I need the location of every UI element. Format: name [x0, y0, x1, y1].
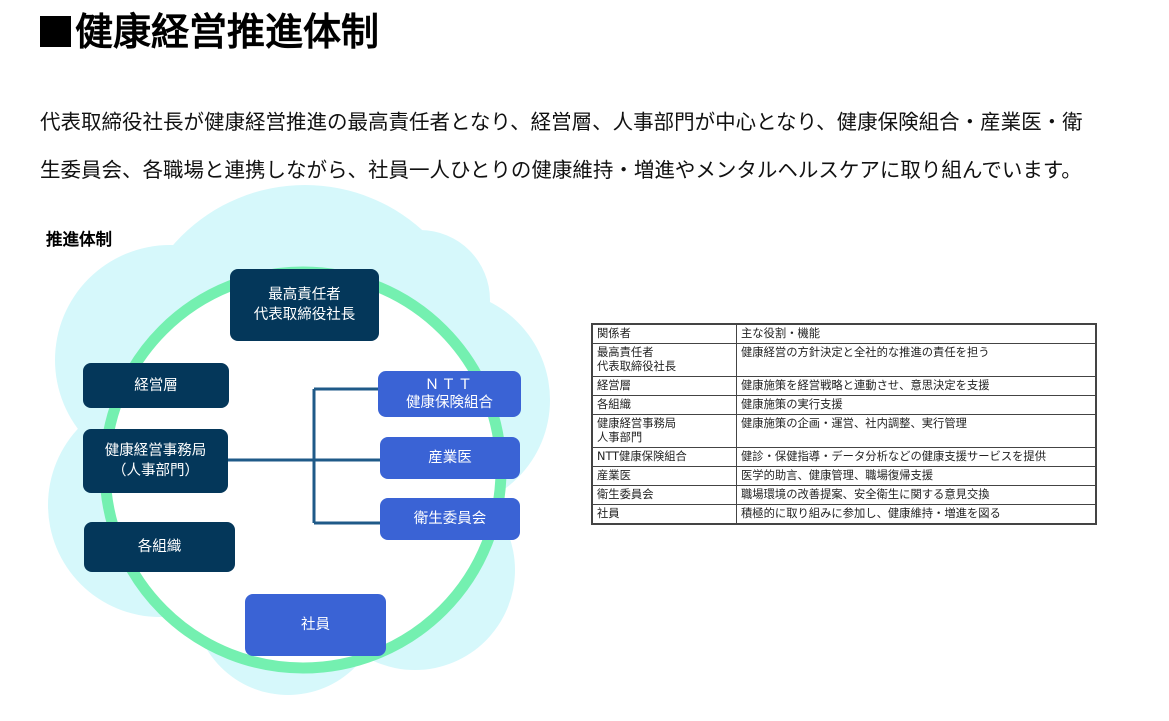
node-health-office: 健康経営事務局 （人事部門）	[83, 429, 228, 493]
cell-party: 健康経営事務局人事部門	[591, 414, 737, 448]
node-committee-label: 衛生委員会	[413, 511, 487, 527]
cell-role: 健診・保健指導・データ分析などの健康支援サービスを提供	[736, 447, 1097, 467]
section-heading: 推進体制	[46, 230, 112, 249]
node-management: 経営層	[83, 363, 229, 408]
node-office-line1: 健康経営事務局	[104, 443, 207, 459]
promotion-structure-diagram: 最高責任者代表取締役社長 経営層 健康経営事務局 （人事部門） 各組織 ＮＴＴ 健康…	[48, 185, 550, 695]
cell-party: 産業医	[591, 466, 737, 486]
cell-role: 健康施策の実行支援	[736, 395, 1097, 415]
cell-party: 社員	[591, 504, 737, 525]
node-doctor-label: 産業医	[428, 450, 472, 466]
party-line: 健康経営事務局	[597, 417, 677, 430]
table-row: 各組織 健康施策の実行支援	[591, 395, 1097, 415]
party-line: 人事部門	[597, 431, 643, 444]
lead-paragraph: 代表取締役社長が健康経営推進の最高責任者となり、経営層、人事部門が中心となり、健…	[40, 98, 1083, 194]
node-top-executive: 最高責任者代表取締役社長	[230, 269, 379, 341]
cell-party: 衛生委員会	[591, 485, 737, 505]
cell-role: 医学的助言、健康管理、職場復帰支援	[736, 466, 1097, 486]
node-top-line2: 代表取締役社長	[253, 307, 356, 323]
party-line: 社員	[597, 507, 620, 520]
table-row: 最高責任者代表取締役社長健康経営の方針決定と全社的な推進の責任を担う	[591, 343, 1097, 377]
connector-lines	[226, 387, 383, 525]
node-industrial-physician: 産業医	[380, 437, 520, 479]
cell-party: 経営層	[591, 376, 737, 396]
node-employees-label: 社員	[301, 617, 330, 633]
party-line: 産業医	[597, 469, 631, 482]
table-row: 社員 積極的に取り組みに参加し、健康維持・増進を図る	[591, 504, 1097, 525]
page-title-text: 健康経営推進体制	[75, 10, 380, 54]
roles-table: 関係者 主な役割・機能 最高責任者代表取締役社長健康経営の方針決定と全社的な推進…	[591, 323, 1097, 525]
cell-party: NTT健康保険組合	[591, 447, 737, 467]
cell-role: 健康経営の方針決定と全社的な推進の責任を担う	[736, 343, 1097, 377]
node-top-line1: 最高責任者	[268, 287, 341, 303]
cell-party: 各組織	[591, 395, 737, 415]
lead-line-1: 代表取締役社長が健康経営推進の最高責任者となり、経営層、人事部門が中心となり、健…	[40, 110, 1083, 134]
table-row: 衛生委員会 職場環境の改善提案、安全衛生に関する意見交換	[591, 485, 1097, 505]
party-line: 最高責任者	[597, 346, 654, 359]
party-line: 経営層	[597, 379, 631, 392]
node-organizations: 各組織	[84, 522, 235, 572]
lead-line-2: 生委員会、各職場と連携しながら、社員一人ひとりの健康維持・増進やメンタルヘルスケ…	[40, 158, 1082, 182]
party-line: 代表取締役社長	[597, 360, 677, 373]
cell-role: 健康施策を経営戦略と連動させ、意思決定を支援	[736, 376, 1097, 396]
node-union-line1: ＮＴＴ	[424, 377, 475, 393]
table-row: 健康経営事務局人事部門健康施策の企画・運営、社内調整、実行管理	[591, 414, 1097, 448]
node-union-line2: 健康保険組合	[406, 395, 493, 411]
node-employees: 社員	[245, 594, 386, 656]
cell-role: 職場環境の改善提案、安全衛生に関する意見交換	[736, 485, 1097, 505]
node-management-label: 経営層	[134, 377, 178, 394]
node-office-line2: （人事部門）	[112, 463, 199, 479]
square-bullet-icon	[40, 16, 71, 47]
node-health-insurance-union: ＮＴＴ 健康保険組合	[378, 371, 521, 417]
page-title: 健康経営推進体制	[40, 6, 379, 58]
party-line: NTT健康保険組合	[597, 450, 687, 463]
node-health-committee: 衛生委員会	[380, 498, 520, 540]
header-role: 主な役割・機能	[736, 323, 1097, 344]
table-row: 経営層 健康施策を経営戦略と連動させ、意思決定を支援	[591, 376, 1097, 396]
cell-role: 健康施策の企画・運営、社内調整、実行管理	[736, 414, 1097, 448]
header-party: 関係者	[591, 323, 737, 344]
party-line: 各組織	[597, 398, 631, 411]
table-row: 産業医 医学的助言、健康管理、職場復帰支援	[591, 466, 1097, 486]
table-header-row: 関係者 主な役割・機能	[591, 323, 1097, 344]
cell-role: 積極的に取り組みに参加し、健康維持・増進を図る	[736, 504, 1097, 525]
table-row: NTT健康保険組合 健診・保健指導・データ分析などの健康支援サービスを提供	[591, 447, 1097, 467]
cell-party: 最高責任者代表取締役社長	[591, 343, 737, 377]
party-line: 衛生委員会	[597, 488, 654, 501]
node-organizations-label: 各組織	[137, 539, 182, 555]
